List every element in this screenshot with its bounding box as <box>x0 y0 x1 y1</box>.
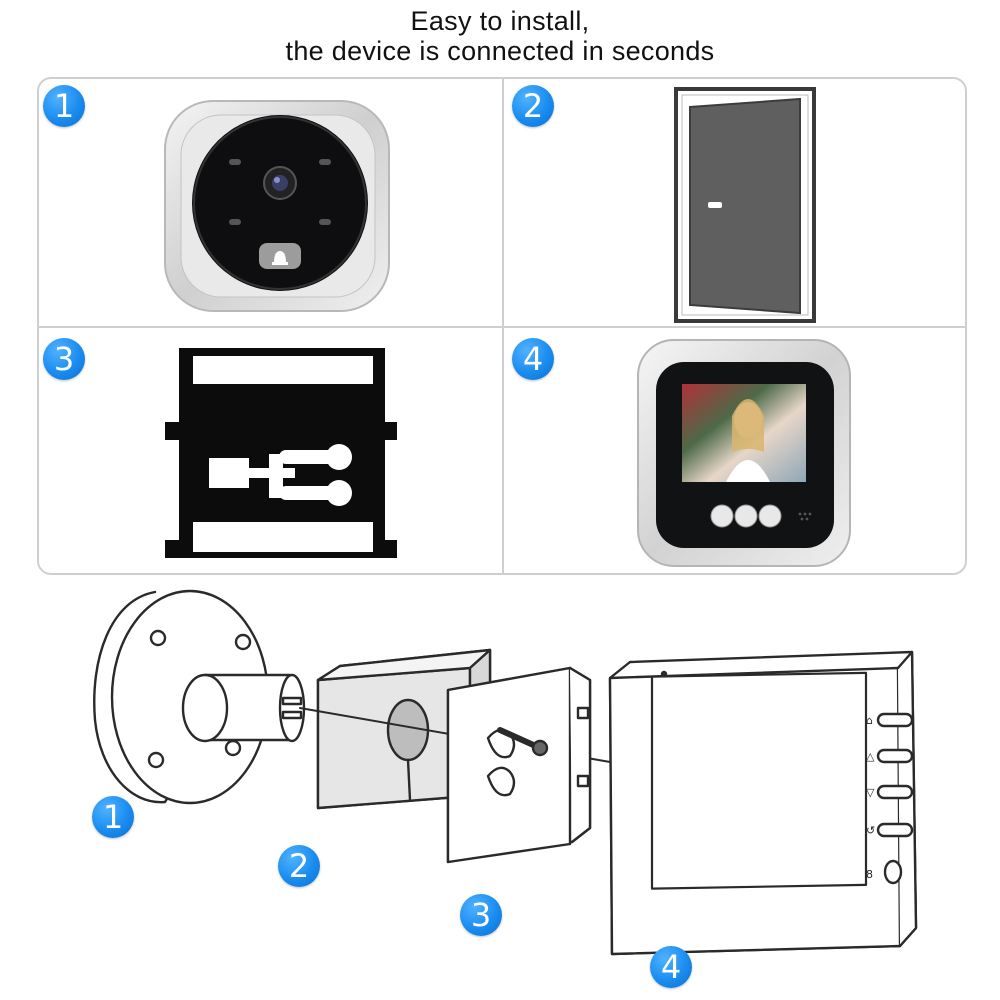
step-4-badge: 4 <box>512 338 554 380</box>
diagram-label-1: 1 <box>92 796 134 838</box>
camera-disc-part <box>93 589 306 805</box>
title-line-1: Easy to install, <box>410 6 590 36</box>
step-1-badge: 1 <box>43 85 85 127</box>
step-1-panel: 1 <box>39 79 504 328</box>
door-image <box>674 87 816 323</box>
step-2-panel: 2 <box>504 79 965 328</box>
bracket-plate-part <box>446 666 592 864</box>
step-3-panel: 3 <box>39 328 504 573</box>
monitor-unit-image <box>637 339 851 567</box>
svg-text:8: 8 <box>866 868 873 881</box>
step-2-badge: 2 <box>512 85 554 127</box>
steps-grid: 1 2 <box>37 77 967 575</box>
title-line-2: the device is connected in seconds <box>285 36 715 66</box>
step-3-badge: 3 <box>43 338 85 380</box>
diagram-label-3: 3 <box>460 894 502 936</box>
svg-text:↺: ↺ <box>866 824 875 837</box>
svg-text:⌂: ⌂ <box>866 714 873 727</box>
monitor-part <box>608 650 918 956</box>
step-4-panel: 4 <box>504 328 965 573</box>
diagram-label-2: 2 <box>278 845 320 887</box>
assembly-diagram: ⌂ △ ▽ ↺ 8 <box>93 589 918 956</box>
page-title: Easy to install, the device is connected… <box>0 6 1000 66</box>
camera-unit-image <box>164 100 390 312</box>
svg-text:▽: ▽ <box>866 786 875 799</box>
mounting-bracket-image <box>165 348 397 558</box>
diagram-label-4: 4 <box>650 946 692 988</box>
svg-text:△: △ <box>866 750 875 763</box>
